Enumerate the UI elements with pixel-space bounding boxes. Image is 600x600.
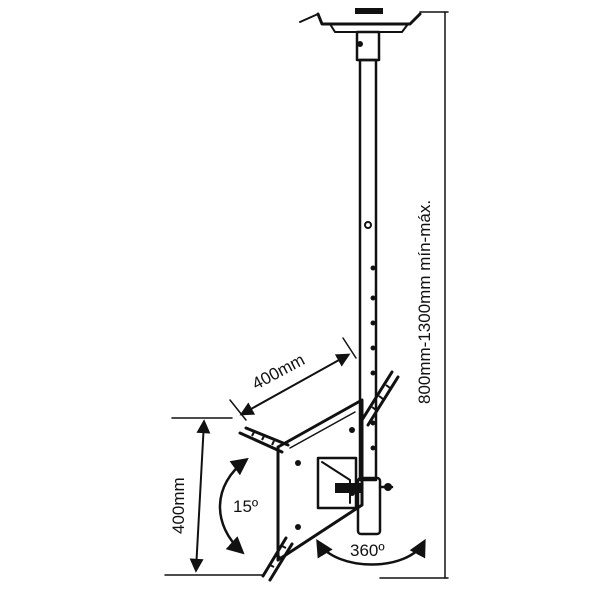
vesa-height-label: 400mm: [169, 477, 188, 534]
vesa-width-dimension: 400mm: [229, 337, 357, 421]
swivel-indicator: 360º: [316, 538, 426, 566]
vesa-mounting-plate: [276, 398, 394, 562]
tilt-label: 15º: [233, 497, 258, 516]
height-dimension: 800mm-1300mm mín-máx.: [379, 11, 449, 579]
swivel-label: 360º: [350, 541, 385, 560]
tilt-indicator: 15º: [218, 457, 258, 555]
vesa-width-label: 400mm: [249, 350, 308, 393]
mounting-arm-top-left: [238, 426, 290, 454]
ceiling-plate: [299, 8, 422, 33]
mounting-arm-top-right: [360, 370, 400, 427]
height-range-label: 800mm-1300mm mín-máx.: [415, 200, 434, 404]
mounting-arm-bottom-left: [261, 536, 294, 582]
telescopic-pole: [355, 30, 382, 536]
vesa-height-dimension: 400mm: [164, 417, 263, 576]
